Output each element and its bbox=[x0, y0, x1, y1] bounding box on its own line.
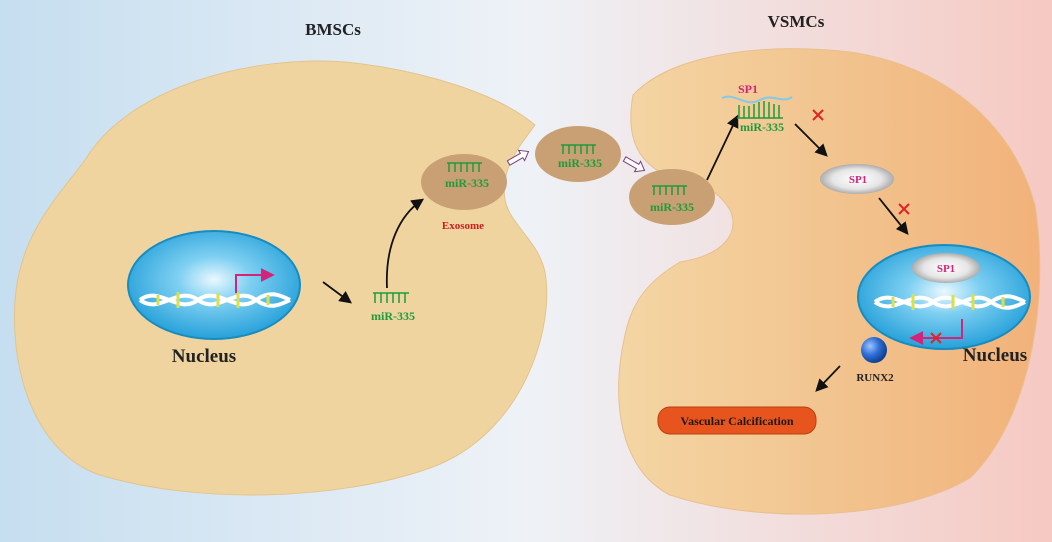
hollow-arrow-2-icon bbox=[622, 156, 646, 173]
exosome-2 bbox=[535, 126, 621, 182]
arrow-sp1-to-nucleus bbox=[878, 197, 909, 235]
sp1-nuclear bbox=[912, 253, 980, 283]
left-nucleus-label: Nucleus bbox=[172, 346, 236, 367]
vsmc-cell bbox=[618, 48, 1041, 515]
exosome-2-mirna-icon bbox=[561, 144, 596, 154]
right-dna-helix-icon bbox=[873, 294, 1026, 310]
vsmc-title: VSMCs bbox=[768, 12, 825, 31]
exosome-1-label: miR-335 bbox=[445, 176, 489, 190]
inhibit-x-icon-3 bbox=[930, 332, 942, 344]
sp1-protein bbox=[820, 164, 894, 194]
bmsc-title: BMSCs bbox=[305, 20, 361, 39]
transcription-arrow-icon bbox=[235, 268, 275, 293]
exosome-3 bbox=[629, 169, 715, 225]
bound-mirna-label: miR-335 bbox=[740, 120, 784, 134]
exosome-2-label: miR-335 bbox=[558, 156, 602, 170]
exosome-label: Exosome bbox=[442, 220, 484, 232]
mirna-free-icon bbox=[373, 292, 409, 303]
inhibit-x-icon-1 bbox=[812, 109, 824, 121]
vascular-calcification-badge bbox=[657, 406, 817, 435]
left-nucleus bbox=[127, 230, 301, 340]
arrow-nucleus-to-mirna bbox=[322, 281, 353, 304]
exosome-3-mirna-icon bbox=[652, 185, 687, 195]
arrow-to-sp1-protein bbox=[794, 123, 828, 157]
dna-helix-icon bbox=[138, 292, 291, 308]
sp1-protein-label: SP1 bbox=[849, 174, 867, 186]
sp1-mrna-strand-icon bbox=[721, 95, 793, 104]
arrow-runx2-to-calcification bbox=[815, 365, 841, 392]
right-nucleus bbox=[857, 244, 1031, 350]
runx2-protein bbox=[861, 337, 887, 363]
vascular-calcification-label: Vascular Calcification bbox=[681, 414, 794, 428]
bound-mirna-icon bbox=[737, 101, 783, 119]
arrow-mirna-to-exosome bbox=[385, 198, 425, 289]
exosome-3-label: miR-335 bbox=[650, 200, 694, 214]
blocked-transcription-arrow-icon bbox=[909, 319, 963, 345]
right-nucleus-label: Nucleus bbox=[963, 345, 1027, 366]
exosome-1 bbox=[421, 154, 507, 210]
runx2-label: RUNX2 bbox=[856, 372, 894, 384]
inhibit-x-icon-2 bbox=[898, 203, 910, 215]
arrow-exosome-to-sp1-binding bbox=[706, 114, 739, 181]
hollow-arrow-1-icon bbox=[506, 149, 530, 166]
mirna-free-label: miR-335 bbox=[371, 309, 415, 323]
sp1-mrna-label: SP1 bbox=[738, 82, 758, 96]
sp1-nuclear-label: SP1 bbox=[937, 263, 955, 275]
exosome-1-mirna-icon bbox=[447, 162, 482, 172]
